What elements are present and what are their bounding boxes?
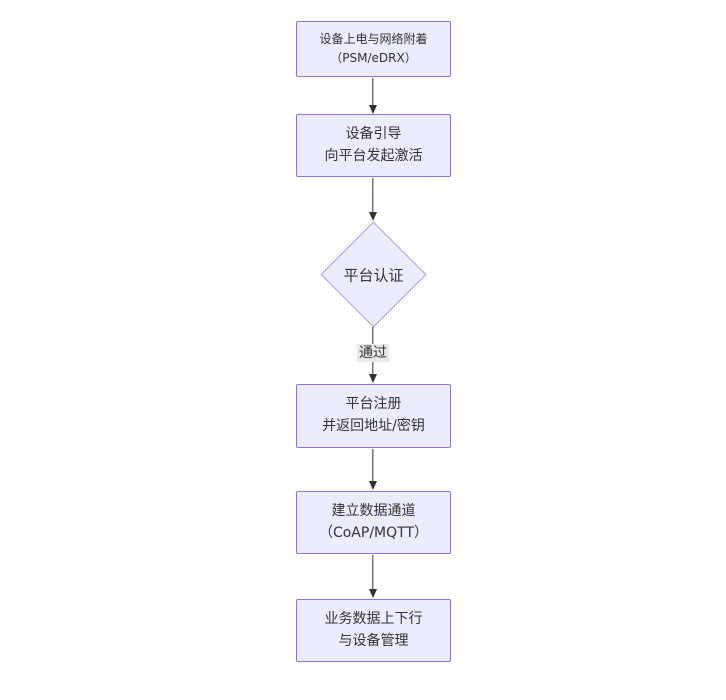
node-text-line: （PSM/eDRX） (330, 51, 417, 65)
arrow-line (372, 555, 374, 591)
edge-label-pass: 通过 (357, 344, 389, 363)
node-text-line: （CoAP/MQTT） (318, 524, 429, 541)
arrow-line (372, 178, 374, 214)
node-text-line: 向平台发起激活 (324, 147, 423, 164)
node-text-line: 平台注册 (345, 396, 402, 413)
node-text-line: 设备上电与网络附着 (319, 31, 428, 46)
arrowhead (369, 105, 377, 114)
node-power-attach: 设备上电与网络附着 （PSM/eDRX） (296, 21, 451, 77)
arrow-power-to-bootstrap (368, 78, 378, 114)
node-data-channel: 建立数据通道 （CoAP/MQTT） (296, 491, 451, 554)
arrow-bootstrap-to-auth (368, 178, 378, 221)
arrowhead (369, 481, 377, 490)
node-text-line: 与设备管理 (338, 632, 409, 649)
node-register: 平台注册 并返回地址/密钥 (296, 384, 451, 448)
node-text-line: 建立数据通道 (331, 502, 416, 519)
node-text-line: 并返回地址/密钥 (322, 418, 425, 434)
arrowhead (369, 212, 377, 221)
node-bootstrap: 设备引导 向平台发起激活 (296, 114, 451, 177)
decision-label: 平台认证 (343, 266, 404, 284)
node-business-data: 业务数据上下行 与设备管理 (296, 599, 451, 662)
arrowhead (369, 589, 377, 598)
node-text-line: 业务数据上下行 (324, 610, 423, 627)
arrow-channel-to-business (368, 555, 378, 598)
arrowhead (369, 374, 377, 383)
decision-platform-auth: 平台认证 (320, 221, 427, 328)
arrow-register-to-channel (368, 449, 378, 490)
arrow-line (372, 449, 374, 483)
node-text-line: 设备引导 (345, 125, 402, 142)
arrow-line (372, 78, 374, 107)
